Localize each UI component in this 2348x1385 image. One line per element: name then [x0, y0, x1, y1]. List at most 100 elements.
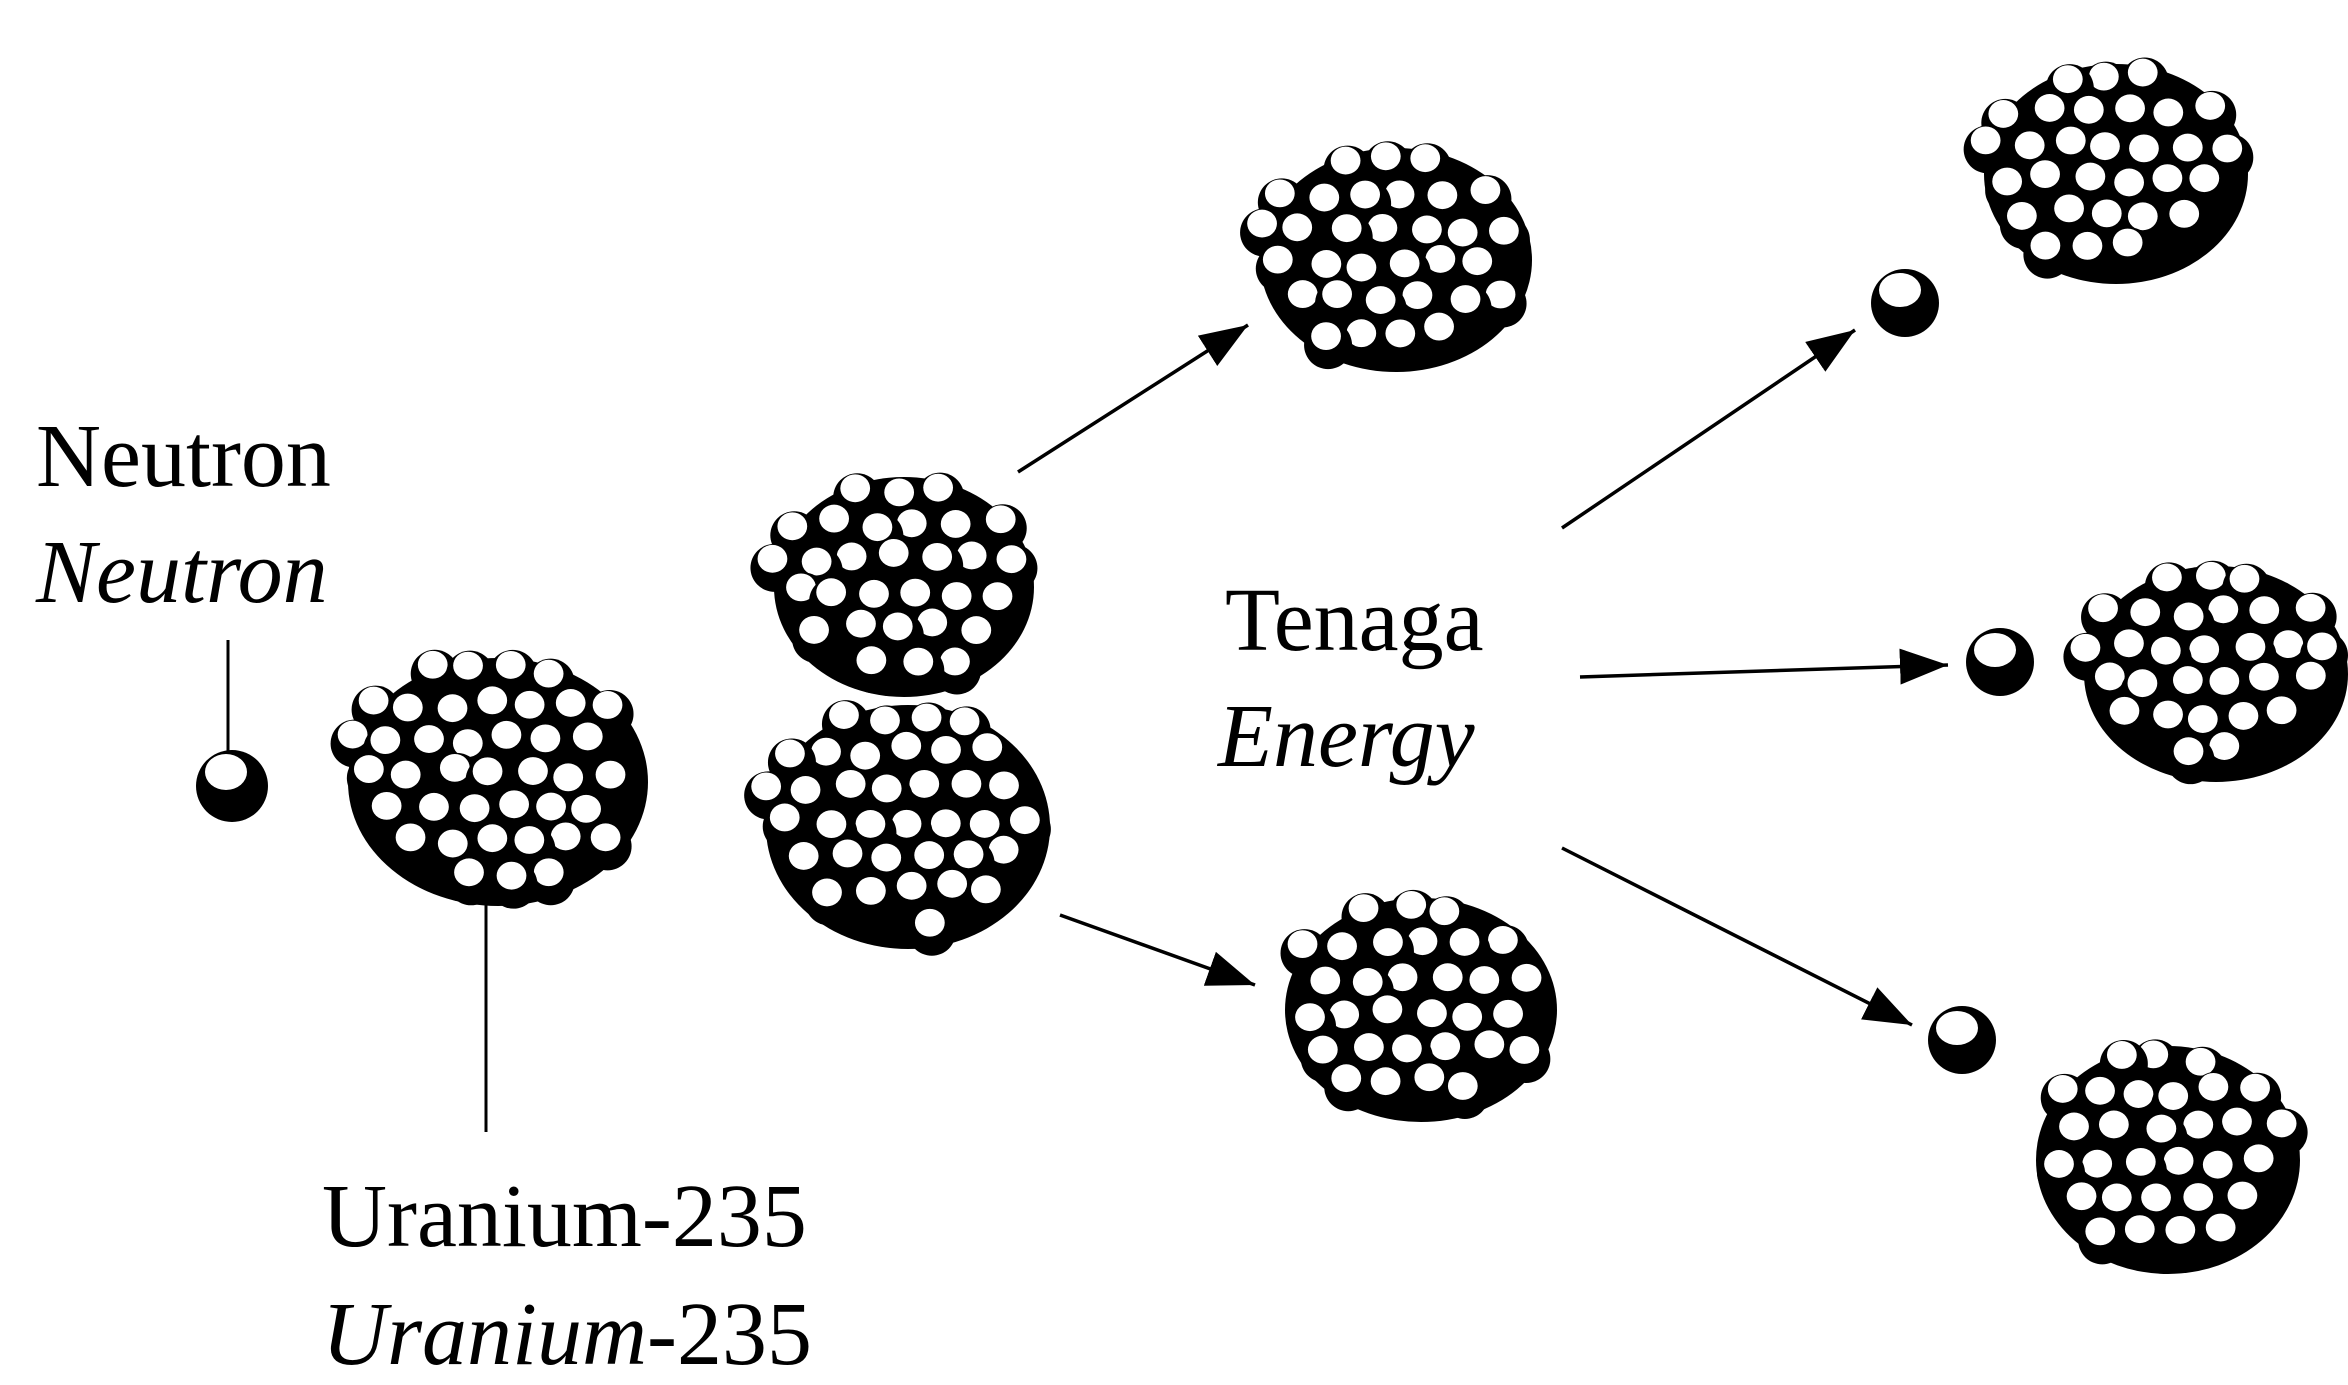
nucleon — [565, 721, 614, 770]
nucleon — [916, 472, 965, 521]
nucleon — [849, 645, 898, 694]
nucleon — [1304, 321, 1353, 370]
nucleon — [2047, 193, 2096, 242]
nucleon — [915, 541, 964, 590]
nucleon — [2108, 93, 2157, 142]
nucleon — [1324, 213, 1373, 262]
nucleon — [1478, 279, 1527, 328]
nucleon — [2162, 198, 2211, 247]
nucleon — [767, 738, 816, 787]
nucleon — [828, 768, 877, 817]
nucleon — [526, 857, 575, 906]
nucleon — [1360, 212, 1409, 261]
nucleon — [896, 646, 945, 695]
nucleon — [583, 822, 632, 871]
nucleon — [965, 732, 1014, 781]
nucleon — [2188, 90, 2237, 139]
uranium-translation-number: -235 — [647, 1285, 813, 1384]
released-neutron-middle — [1966, 628, 2034, 696]
uranium-235-nucleus — [330, 649, 648, 909]
nucleon — [821, 700, 870, 749]
nucleon — [848, 875, 897, 924]
nucleon — [2099, 1039, 2148, 1088]
nucleon — [2144, 562, 2193, 611]
incoming-neutron — [196, 750, 268, 822]
nucleon — [902, 768, 951, 817]
nucleon — [2214, 1106, 2263, 1155]
product-nucleus-bottom — [2036, 1039, 2308, 1274]
nucleon — [2259, 1108, 2308, 1157]
nucleon — [465, 756, 514, 805]
nucleon — [944, 768, 993, 817]
nucleon — [2059, 1181, 2108, 1230]
arrow-to-fragment-top — [1017, 323, 1249, 474]
nucleon — [1365, 994, 1414, 1043]
nucleon — [989, 544, 1038, 593]
nucleon — [2081, 593, 2130, 642]
nucleon — [2242, 595, 2291, 644]
nucleon — [875, 611, 924, 660]
neutron-label: Neutron — [36, 407, 331, 506]
nucleon — [1417, 311, 1466, 360]
nucleon — [1315, 279, 1364, 328]
nucleon — [978, 504, 1027, 553]
nucleon — [1403, 143, 1452, 192]
nucleon — [1363, 1066, 1412, 1115]
nucleon — [2102, 695, 2151, 744]
nucleon — [1440, 1071, 1489, 1120]
nucleon — [488, 649, 537, 698]
nucleon — [410, 649, 459, 698]
nucleon — [447, 857, 496, 906]
arrow-to-neutron-bottom — [1561, 846, 1913, 1027]
released-neutron-bottom — [1928, 1006, 1996, 1074]
nucleon — [1504, 962, 1553, 1011]
nucleon — [346, 754, 395, 803]
nucleon — [825, 838, 874, 887]
nucleon — [2166, 736, 2215, 785]
energy-label: Energy — [1218, 687, 1475, 786]
nucleon — [484, 719, 533, 768]
nucleon — [812, 503, 861, 552]
nucleon — [907, 907, 956, 956]
nucleon — [2065, 230, 2114, 279]
nucleon — [1240, 208, 1289, 257]
nucleon — [2288, 592, 2337, 641]
neutron-translation-label: Neutron — [36, 523, 328, 622]
nucleon — [1341, 893, 1390, 942]
nucleon — [2078, 1216, 2127, 1265]
nucleon — [949, 540, 998, 589]
splitting-nucleus-bottom — [744, 700, 1051, 956]
nucleon — [1455, 246, 1504, 295]
nucleon — [1324, 1063, 1373, 1112]
nucleon — [543, 821, 592, 870]
nucleon — [2176, 1109, 2225, 1158]
nucleon — [981, 834, 1030, 883]
nucleon — [884, 730, 933, 779]
nucleon — [2023, 159, 2072, 208]
nucleon — [2117, 1214, 2166, 1263]
nucleon — [804, 877, 853, 926]
nucleon — [2023, 230, 2072, 279]
nucleon — [1418, 243, 1467, 292]
uranium-235-translation-label: Uranium-235 — [322, 1290, 812, 1380]
nucleon — [871, 537, 920, 586]
nucleon — [932, 646, 981, 695]
nucleon — [1378, 318, 1427, 367]
nucleon — [2202, 731, 2251, 780]
uranium-235-label: Uranium-235 — [322, 1167, 807, 1266]
nucleon — [2191, 1071, 2240, 1120]
nucleon — [982, 770, 1031, 819]
nucleon — [1463, 175, 1512, 224]
nucleon — [388, 822, 437, 871]
nucleon — [2091, 1109, 2140, 1158]
nucleon — [2146, 97, 2195, 146]
arrow-to-neutron-middle — [1579, 648, 1949, 685]
fission-fragment-top — [1240, 141, 1532, 372]
nucleon — [470, 823, 519, 872]
arrow-to-neutron-top — [1561, 328, 1856, 530]
nucleon — [2158, 1214, 2207, 1263]
nucleon — [1363, 141, 1412, 190]
product-nucleus-top — [1963, 57, 2254, 284]
nucleon — [1502, 1034, 1551, 1083]
nucleon — [2288, 660, 2337, 709]
